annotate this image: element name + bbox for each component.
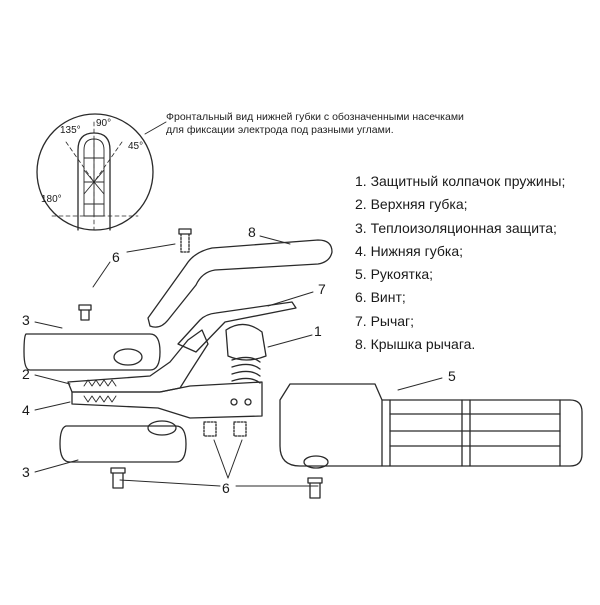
parts-legend: 1. Защитный колпачок пружины; 2. Верхняя… bbox=[355, 170, 565, 356]
legend-item-8: 8. Крышка рычага. bbox=[355, 336, 476, 353]
legend-item-2: 2. Верхняя губка; bbox=[355, 196, 468, 213]
legend-item-3: 3. Теплоизоляционная защита; bbox=[355, 219, 557, 236]
bottom-screw-right bbox=[307, 477, 323, 499]
angle-label-45: 45° bbox=[128, 141, 143, 152]
callout-7: 7 bbox=[318, 281, 326, 297]
legend-item-1: 1. Защитный колпачок пружины; bbox=[355, 173, 566, 189]
upper-jaw-part bbox=[67, 329, 209, 393]
legend-item-4: 4. Нижняя губка; bbox=[355, 242, 464, 259]
angle-label-135: 135° bbox=[60, 125, 81, 136]
detail-caption: Фронтальный вид нижней губки с обозначен… bbox=[166, 111, 496, 137]
callout-3-bottom: 3 bbox=[22, 464, 30, 480]
callout-6-top: 6 bbox=[112, 249, 120, 265]
spring bbox=[231, 356, 261, 384]
detail-circle bbox=[36, 113, 154, 231]
lever-cover-part bbox=[147, 239, 333, 328]
legend-item-6: 6. Винт; bbox=[355, 289, 406, 306]
callout-4: 4 bbox=[22, 402, 30, 418]
upper-insulation-part bbox=[23, 333, 161, 371]
legend-item-7: 7. Рычаг; bbox=[355, 312, 415, 329]
callout-1: 1 bbox=[314, 323, 322, 339]
angle-label-180: 180° bbox=[41, 194, 62, 205]
lever-part bbox=[177, 301, 297, 353]
callout-3-top: 3 bbox=[22, 312, 30, 328]
lower-insulation-part bbox=[59, 425, 187, 463]
callout-5: 5 bbox=[448, 368, 456, 384]
angle-label-90: 90° bbox=[96, 118, 111, 129]
small-screw-top bbox=[78, 304, 92, 321]
jaw-detail-inset bbox=[36, 113, 167, 231]
bottom-screw-left bbox=[110, 467, 126, 489]
callout-6-bottom: 6 bbox=[222, 480, 230, 496]
detail-caption-line-2: для фиксации электрода под разными углам… bbox=[166, 124, 394, 136]
handle-part bbox=[279, 383, 583, 469]
callout-8: 8 bbox=[248, 224, 256, 240]
legend-item-5: 5. Рукоятка; bbox=[355, 266, 434, 283]
detail-caption-line-1: Фронтальный вид нижней губки с обозначен… bbox=[166, 111, 464, 123]
spring-cap-part bbox=[225, 323, 267, 361]
top-screw bbox=[178, 228, 192, 253]
callout-2: 2 bbox=[22, 366, 30, 382]
jaw-screws bbox=[203, 421, 247, 437]
lower-jaw-part bbox=[71, 381, 263, 419]
